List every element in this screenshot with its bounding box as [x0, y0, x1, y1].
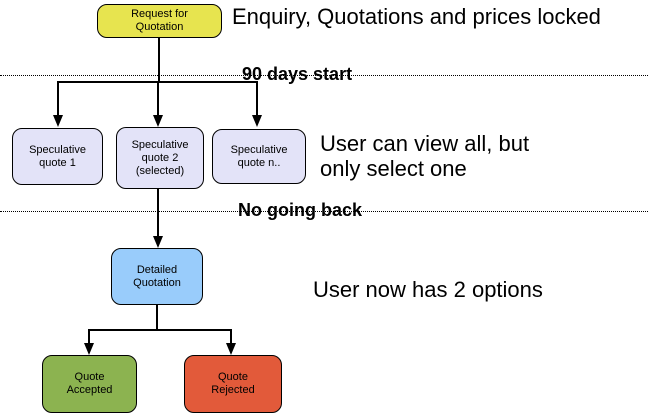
connector-request-down	[158, 38, 160, 82]
connector-drop-spec1	[57, 81, 59, 115]
node-speculative-quote-n: Speculative quote n..	[212, 129, 306, 184]
note-user-can-view-all: User can view all, but only select one	[320, 131, 530, 181]
node-request-for-quotation: Request for Quotation	[97, 4, 222, 38]
note-user-has-2-options: User now has 2 options	[313, 277, 543, 302]
node-quote-rejected: Quote Rejected	[184, 355, 282, 413]
connector-detailed-down	[156, 305, 158, 331]
arrowhead-to-spec1	[53, 115, 63, 127]
connector-branch-bottom	[88, 329, 232, 331]
arrowhead-to-accepted	[84, 343, 94, 355]
connector-drop-accepted	[88, 329, 90, 343]
arrowhead-to-spec2	[153, 115, 163, 127]
node-detailed-quotation: Detailed Quotation	[111, 248, 203, 305]
node-speculative-quote-1: Speculative quote 1	[12, 128, 103, 185]
node-quote-accepted: Quote Accepted	[42, 355, 137, 413]
connector-drop-rejected	[230, 329, 232, 343]
phase-separator-2	[0, 211, 648, 212]
phase-separator-1	[0, 75, 648, 76]
connector-drop-specn	[256, 81, 258, 115]
connector-spec2-down	[157, 189, 159, 236]
node-speculative-quote-2-selected: Speculative quote 2 (selected)	[116, 127, 204, 189]
connector-drop-spec2	[157, 81, 159, 115]
note-enquiry-prices-locked: Enquiry, Quotations and prices locked	[232, 4, 601, 29]
arrowhead-to-detailed	[153, 236, 163, 248]
arrowhead-to-rejected	[226, 343, 236, 355]
phase-label-90-days-start: 90 days start	[242, 64, 353, 84]
phase-label-no-going-back: No going back	[238, 200, 363, 220]
arrowhead-to-specn	[252, 115, 262, 127]
